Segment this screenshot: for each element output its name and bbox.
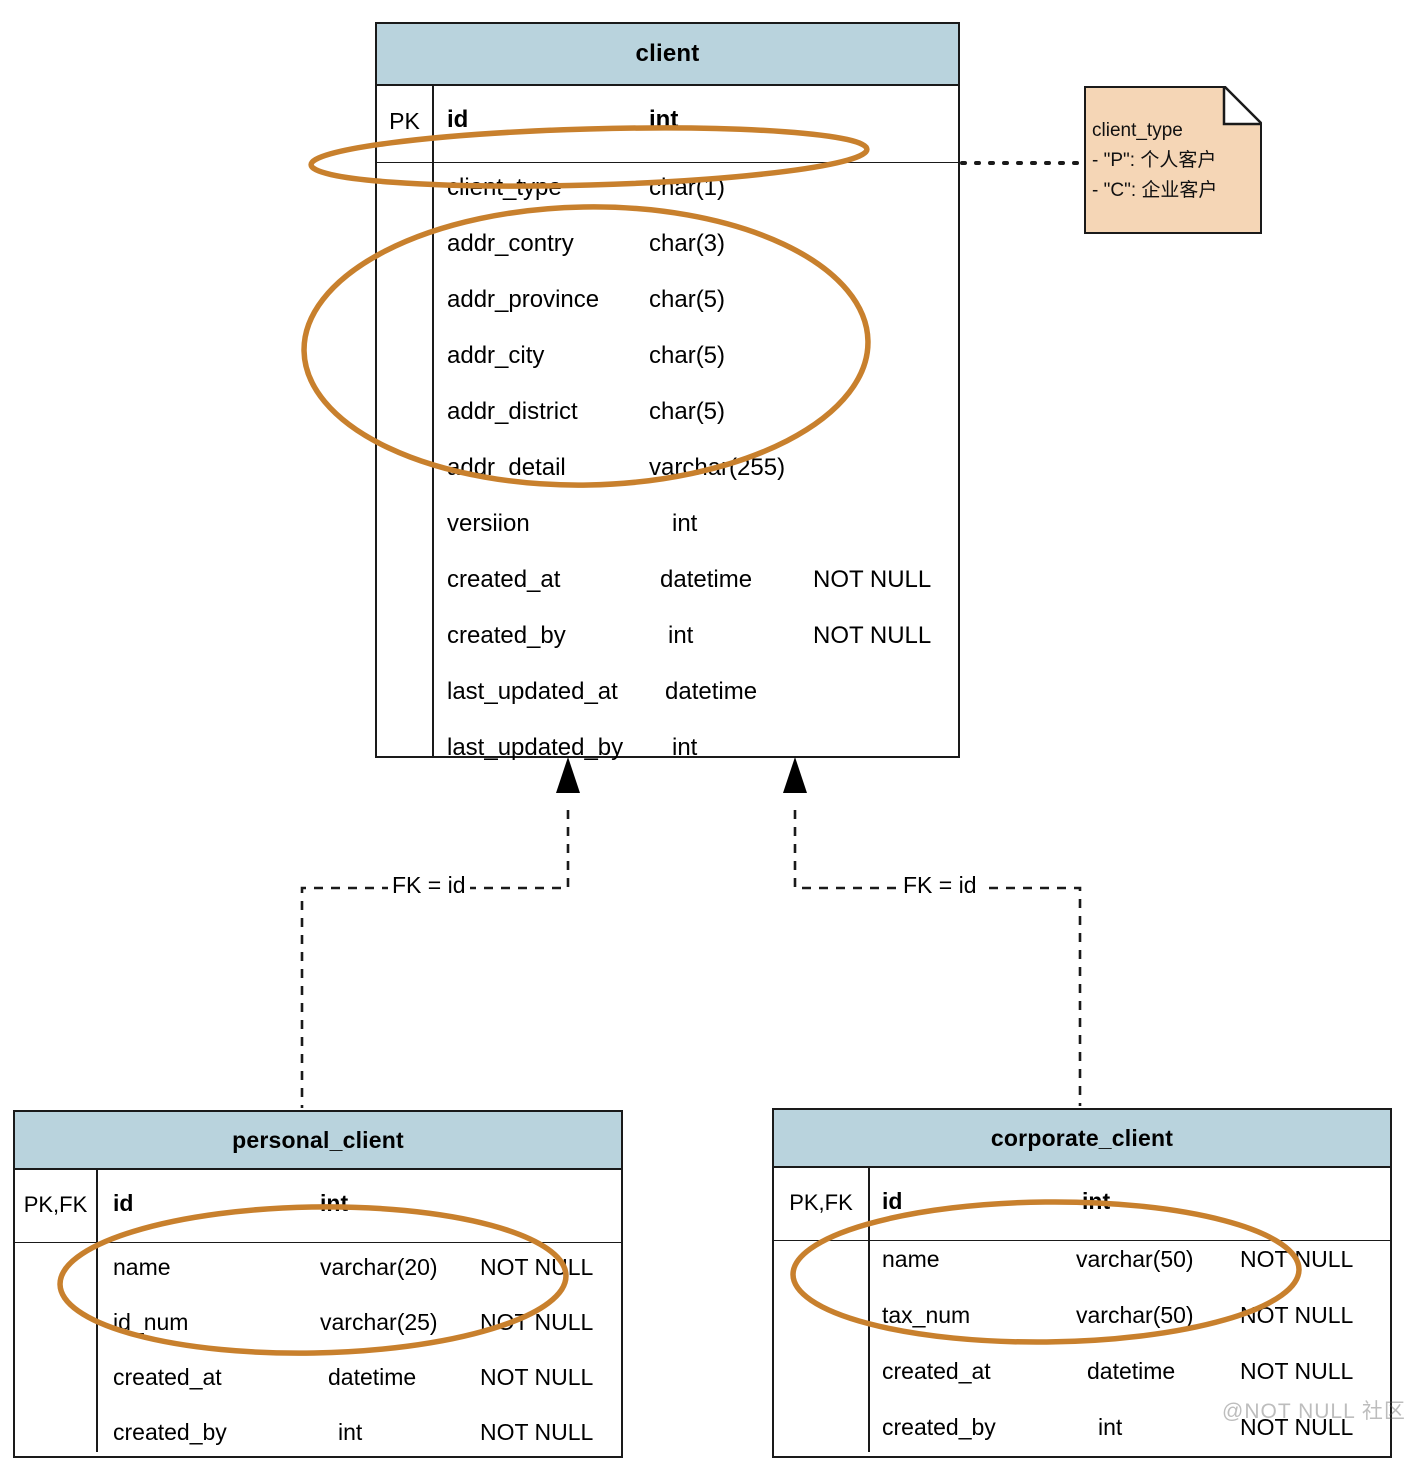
entity-client-pk-label: PK — [389, 108, 420, 134]
field-constraint: NOT NULL — [813, 566, 932, 593]
sticky-note-client-type[interactable]: client_type - "P": 个人客户 - "C": 企业客户 — [1084, 86, 1262, 234]
sticky-note-text: client_type - "P": 个人客户 - "C": 企业客户 — [1092, 116, 1256, 206]
entity-client[interactable]: client PK id int client_type char(1) add… — [375, 22, 960, 761]
field-constraint: NOT NULL — [1240, 1302, 1354, 1328]
field-constraint: NOT NULL — [813, 622, 932, 649]
field-name: name — [113, 1254, 171, 1280]
field-name: last_updated_by — [447, 734, 624, 761]
entity-corporate-client-title: corporate_client — [774, 1110, 1390, 1168]
field-constraint: NOT NULL — [480, 1309, 594, 1335]
relationship-line-corporate-client — [793, 810, 1082, 1106]
field-constraint: NOT NULL — [1240, 1414, 1354, 1440]
entity-personal-client-pkfk-label: PK,FK — [23, 1192, 88, 1217]
field-name: addr_detail — [447, 454, 566, 481]
field-name: versiion — [447, 510, 530, 537]
field-name: id_num — [113, 1309, 189, 1335]
field-name: addr_province — [447, 286, 600, 313]
field-constraint: NOT NULL — [480, 1419, 594, 1445]
field-type: int — [1082, 1188, 1111, 1214]
entity-client-body: PK id int client_type char(1) addr_contr… — [377, 86, 958, 761]
field-name: created_by — [447, 622, 566, 649]
note-fold-corner-icon — [1222, 86, 1262, 126]
relationship-label-corporate-client: FK = id — [899, 872, 981, 899]
note-line-3: - "C": 企业客户 — [1092, 180, 1218, 201]
field-type: varchar(20) — [320, 1254, 438, 1280]
field-type: varchar(25) — [320, 1309, 438, 1335]
field-type: datetime — [665, 678, 758, 705]
watermark: @NOT NULL 社区 — [1222, 1400, 1406, 1423]
field-type: varchar(50) — [1076, 1302, 1194, 1328]
field-name: created_at — [113, 1364, 222, 1390]
note-line-2: - "P": 个人客户 — [1092, 150, 1217, 171]
note-line-1: client_type — [1092, 120, 1183, 141]
entity-personal-client-key-column: PK,FK — [15, 1170, 98, 1452]
field-name: tax_num — [882, 1302, 971, 1328]
entity-corporate-client-key-column: PK,FK — [774, 1168, 870, 1452]
field-type: varchar(50) — [1076, 1246, 1194, 1272]
field-constraint: NOT NULL — [1240, 1246, 1354, 1272]
entity-personal-client[interactable]: personal_client PK,FK id int name varcha… — [13, 1110, 623, 1458]
field-name: id — [447, 106, 469, 133]
field-type: int — [320, 1190, 349, 1216]
field-name: addr_city — [447, 342, 545, 369]
field-name: addr_contry — [447, 230, 574, 257]
relationship-line-personal-client — [300, 810, 570, 1108]
entity-personal-client-title: personal_client — [15, 1112, 621, 1170]
field-type: int — [649, 106, 679, 133]
field-name: client_type — [447, 174, 562, 201]
field-name: last_updated_at — [447, 678, 618, 705]
relationship-label-personal-client: FK = id — [388, 872, 470, 899]
field-name: created_at — [882, 1358, 991, 1384]
field-type: int — [672, 734, 698, 761]
field-type: int — [668, 622, 694, 649]
entity-personal-client-pk-separator — [15, 1242, 621, 1243]
field-type: char(5) — [649, 286, 726, 313]
field-type: int — [672, 510, 698, 537]
entity-client-key-column: PK — [377, 86, 434, 756]
field-name: created_by — [113, 1419, 227, 1445]
entity-client-title: client — [377, 24, 958, 86]
relationship-arrow-personal-client — [556, 757, 580, 793]
field-type: int — [1098, 1414, 1123, 1440]
field-name: id — [882, 1188, 903, 1214]
field-type: int — [338, 1419, 363, 1445]
field-type: char(5) — [649, 342, 726, 369]
field-type: char(5) — [649, 398, 726, 425]
field-type: char(3) — [649, 230, 726, 257]
field-constraint: NOT NULL — [1240, 1358, 1354, 1384]
field-type: datetime — [660, 566, 753, 593]
field-type: varchar(255) — [649, 454, 786, 481]
field-type: datetime — [1087, 1358, 1176, 1384]
field-constraint: NOT NULL — [480, 1254, 594, 1280]
field-name: addr_district — [447, 398, 578, 425]
entity-corporate-client-pkfk-label: PK,FK — [789, 1190, 853, 1215]
field-name: id — [113, 1190, 134, 1216]
entity-corporate-client-pk-separator — [774, 1240, 1390, 1241]
entity-personal-client-body: PK,FK id int name varchar(20) NOT NULL i… — [15, 1170, 621, 1452]
entity-client-pk-separator — [377, 162, 958, 163]
field-constraint: NOT NULL — [480, 1364, 594, 1390]
field-type: datetime — [328, 1364, 417, 1390]
field-name: created_by — [882, 1414, 996, 1440]
relationship-arrow-corporate-client — [783, 757, 807, 793]
field-name: name — [882, 1246, 940, 1272]
field-type: char(1) — [649, 174, 726, 201]
field-name: created_at — [447, 566, 561, 593]
